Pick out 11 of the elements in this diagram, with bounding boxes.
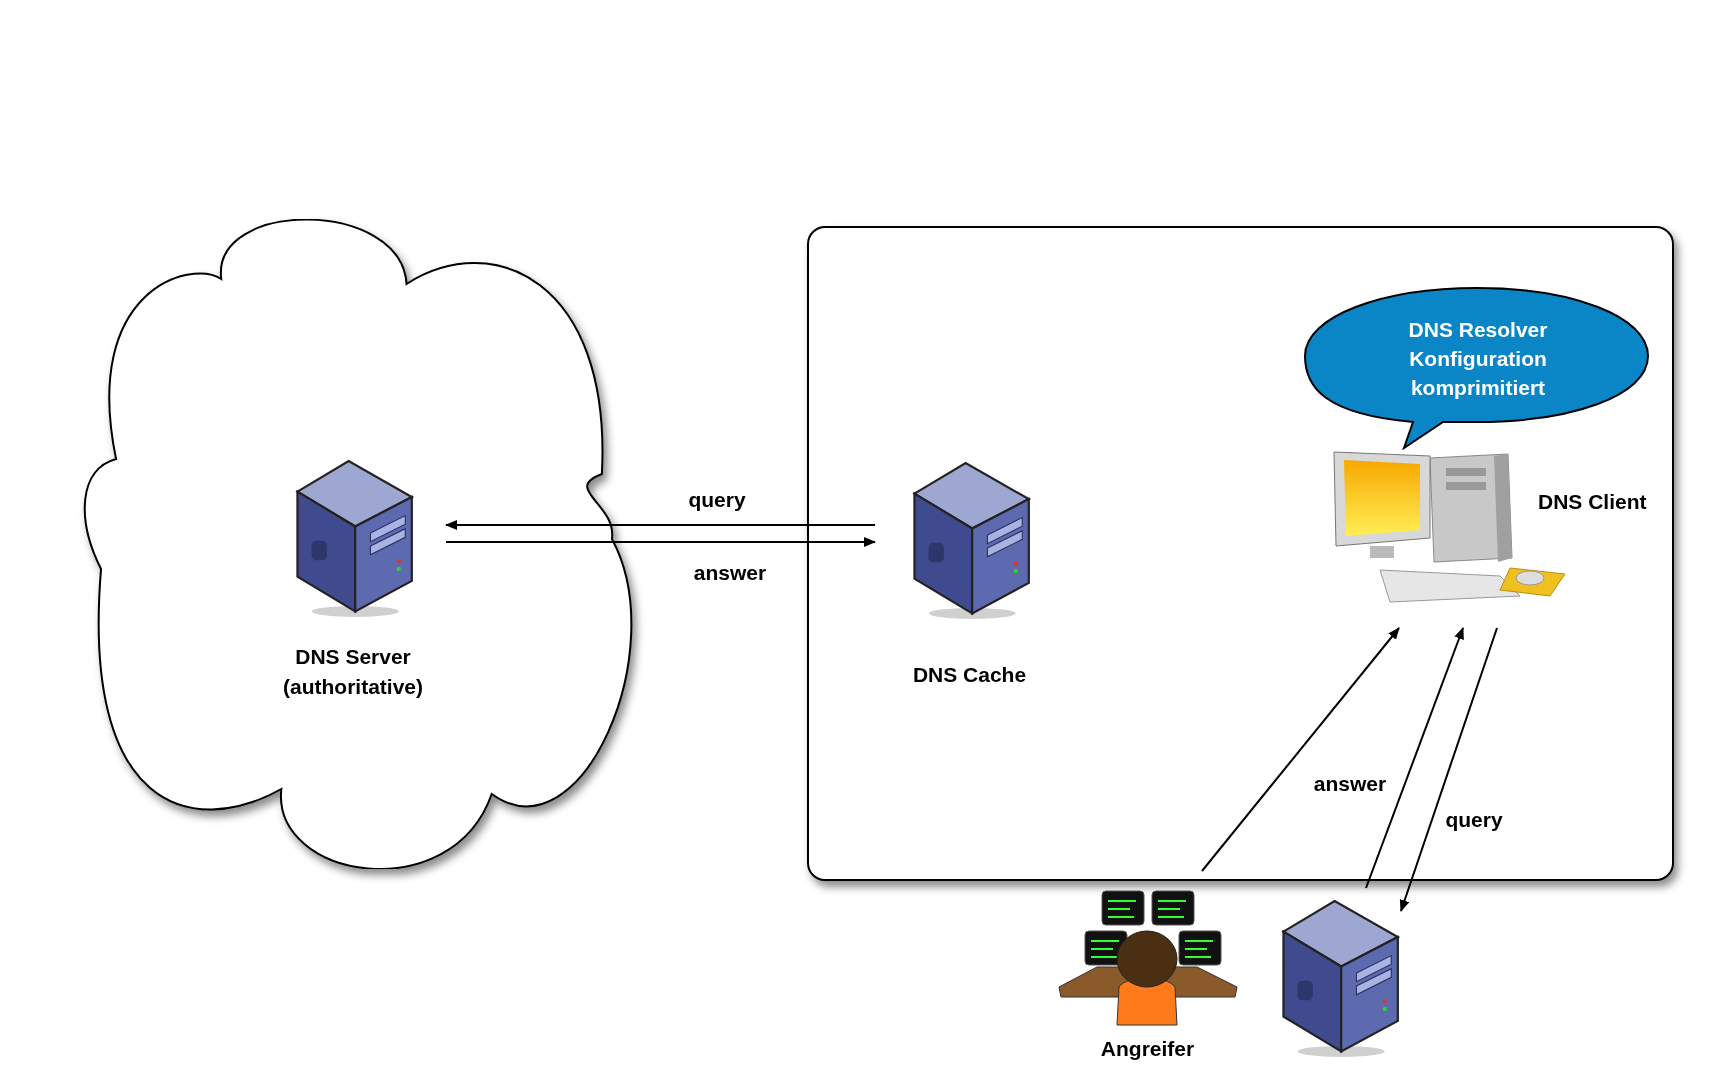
node-label: DNS Cache [912, 662, 1027, 688]
network-boundary-box [807, 226, 1674, 881]
bubble-text: DNS Resolver Konfiguration komprimitiert [1407, 316, 1549, 401]
arrow [445, 520, 876, 530]
node-label: DNS Server (authoritative) [282, 644, 424, 700]
arrow [445, 537, 876, 547]
node-label: Angreifer [1100, 1036, 1195, 1062]
node-label: DNS Client [1538, 489, 1647, 515]
arrow [1201, 627, 1400, 872]
arrow [1365, 627, 1464, 889]
arrow [1399, 627, 1498, 912]
